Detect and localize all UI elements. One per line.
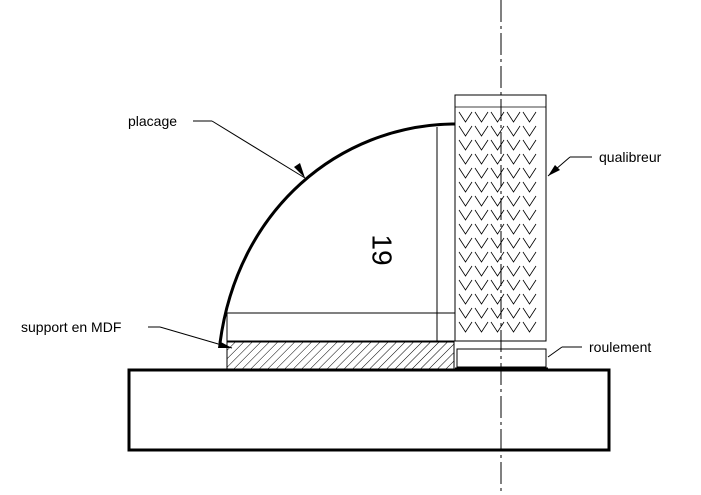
- chevron-mark: [474, 195, 489, 207]
- base-table: [127, 368, 611, 452]
- chevron-mark: [522, 209, 537, 221]
- chevron-mark: [490, 209, 505, 221]
- chevron-mark: [474, 307, 489, 319]
- chevron-mark: [506, 139, 521, 151]
- chevron-mark: [490, 307, 505, 319]
- dimension-label: 19: [367, 234, 398, 265]
- chevron-mark: [506, 321, 521, 333]
- chevron-mark: [522, 195, 537, 207]
- chevron-mark: [474, 223, 489, 235]
- chevron-mark: [458, 251, 473, 263]
- chevron-mark: [458, 321, 473, 333]
- chevron-mark: [458, 195, 473, 207]
- chevron-mark: [474, 237, 489, 249]
- leader-qualibreur: [547, 156, 592, 177]
- chevron-mark: [522, 167, 537, 179]
- chevron-mark: [490, 111, 505, 123]
- chevron-mark: [458, 237, 473, 249]
- chevron-mark: [522, 251, 537, 263]
- chevron-mark: [474, 293, 489, 305]
- chevron-mark: [490, 167, 505, 179]
- chevron-mark: [458, 293, 473, 305]
- chevron-mark: [506, 251, 521, 263]
- chevron-mark: [474, 153, 489, 165]
- chevron-mark: [490, 223, 505, 235]
- chevron-mark: [490, 237, 505, 249]
- chevron-mark: [490, 125, 505, 137]
- chevron-mark: [474, 321, 489, 333]
- chevron-mark: [458, 111, 473, 123]
- chevron-mark: [458, 265, 473, 277]
- chevron-mark: [474, 279, 489, 291]
- mdf-support: [226, 341, 455, 370]
- chevron-mark: [522, 279, 537, 291]
- chevron-mark: [506, 223, 521, 235]
- chevron-mark: [522, 139, 537, 151]
- chevron-mark: [474, 265, 489, 277]
- chevron-mark: [474, 111, 489, 123]
- chevron-mark: [506, 237, 521, 249]
- chevron-mark: [490, 265, 505, 277]
- support-strip: [226, 312, 487, 342]
- label-placage: placage: [128, 113, 177, 129]
- chevron-mark: [506, 167, 521, 179]
- chevron-mark: [506, 181, 521, 193]
- chevron-mark: [522, 321, 537, 333]
- label-support: support en MDF: [21, 319, 121, 335]
- chevron-mark: [458, 125, 473, 137]
- chevron-mark: [522, 293, 537, 305]
- chevron-mark: [506, 293, 521, 305]
- chevron-mark: [490, 251, 505, 263]
- chevron-mark: [490, 181, 505, 193]
- leader-support: [148, 326, 233, 349]
- chevron-mark: [490, 139, 505, 151]
- chevron-mark: [506, 279, 521, 291]
- chevron-mark: [506, 209, 521, 221]
- chevron-mark: [506, 153, 521, 165]
- chevron-mark: [458, 139, 473, 151]
- chevron-mark: [506, 265, 521, 277]
- chevron-mark: [522, 181, 537, 193]
- chevron-mark: [474, 181, 489, 193]
- chevron-mark: [474, 251, 489, 263]
- chevron-mark: [522, 223, 537, 235]
- chevron-mark: [490, 153, 505, 165]
- veneer-curve: [218, 122, 489, 344]
- chevron-mark: [474, 125, 489, 137]
- chevron-mark: [458, 167, 473, 179]
- chevron-mark: [474, 139, 489, 151]
- chevron-mark: [522, 111, 537, 123]
- chevron-mark: [490, 321, 505, 333]
- chevron-mark: [522, 307, 537, 319]
- chevron-mark: [490, 293, 505, 305]
- chevron-mark: [506, 195, 521, 207]
- label-qualibreur: qualibreur: [599, 149, 662, 165]
- chevron-mark: [458, 209, 473, 221]
- chevron-mark: [458, 153, 473, 165]
- chevron-mark: [458, 223, 473, 235]
- calibrator-pattern: [455, 106, 546, 333]
- chevron-mark: [522, 125, 537, 137]
- chevron-mark: [490, 195, 505, 207]
- leader-placage: [193, 120, 306, 179]
- leader-roulement: [547, 346, 582, 358]
- chevron-mark: [458, 279, 473, 291]
- chevron-mark: [522, 265, 537, 277]
- label-roulement: roulement: [589, 339, 651, 355]
- chevron-mark: [506, 307, 521, 319]
- chevron-mark: [506, 125, 521, 137]
- chevron-mark: [490, 279, 505, 291]
- chevron-mark: [474, 209, 489, 221]
- chevron-mark: [458, 307, 473, 319]
- chevron-mark: [522, 237, 537, 249]
- chevron-mark: [458, 181, 473, 193]
- chevron-mark: [522, 153, 537, 165]
- chevron-mark: [506, 111, 521, 123]
- chevron-mark: [474, 167, 489, 179]
